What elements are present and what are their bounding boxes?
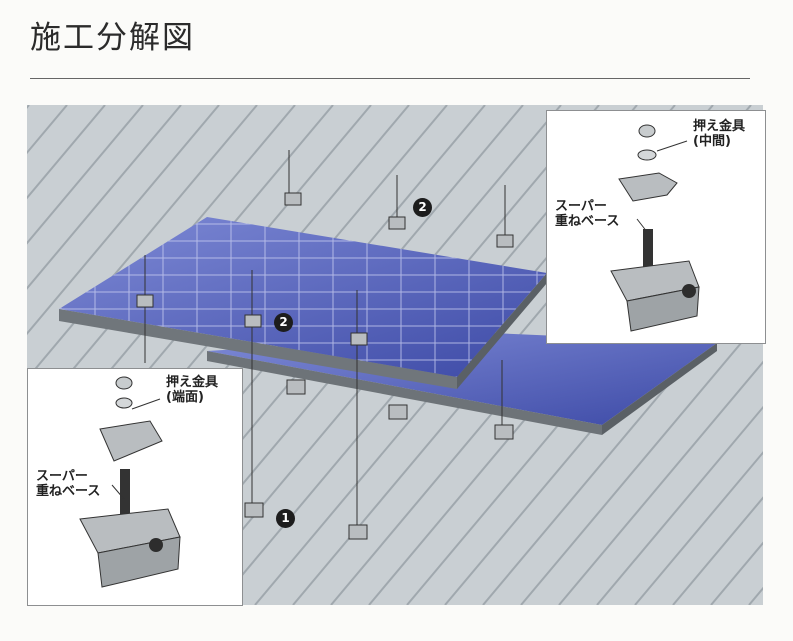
end-base-label-line2: 重ねベース xyxy=(36,484,101,499)
middle-clamp-label: 押え金具 (中間) xyxy=(693,119,745,149)
middle-clamp-label-line2: (中間) xyxy=(693,134,731,149)
end-clamp-label-line1: 押え金具 xyxy=(166,375,219,390)
step-marker-2-lower: 2 xyxy=(274,313,293,332)
bolt-guides xyxy=(144,150,506,525)
page-title: 施工分解図 xyxy=(30,20,195,56)
middle-clamp-inset: 押え金具 (中間) スーパー 重ねベース xyxy=(546,110,766,344)
middle-base-label-line1: スーパー xyxy=(555,199,607,214)
end-clamp-inset: 押え金具 (端面) スーパー 重ねベース xyxy=(27,368,243,606)
roof-rib xyxy=(27,105,258,381)
step-marker-2-upper: 2 xyxy=(413,198,432,217)
roof-rib xyxy=(558,360,763,605)
roof-rib xyxy=(27,105,334,471)
roof-rib xyxy=(27,105,182,290)
roof-rib xyxy=(27,105,220,336)
roof-rib xyxy=(27,105,144,245)
end-base-label: スーパー 重ねベース xyxy=(36,469,100,499)
step-marker-1: 1 xyxy=(276,509,295,528)
roof-rib xyxy=(634,451,763,605)
end-clamp-label-line2: (端面) xyxy=(166,390,204,405)
roof-rib xyxy=(27,105,296,426)
middle-base-label: スーパー 重ねベース xyxy=(555,199,619,229)
end-clamp-label: 押え金具 (端面) xyxy=(166,375,218,405)
roof-rib xyxy=(27,105,106,200)
end-clamp-drawing xyxy=(79,376,181,588)
middle-clamp-drawing xyxy=(610,124,700,332)
roof-rib xyxy=(27,105,372,517)
roof-rib xyxy=(520,315,763,605)
mounting-bases xyxy=(136,192,514,540)
middle-base-label-line2: 重ねベース xyxy=(555,214,620,229)
roof-rib xyxy=(672,496,763,605)
end-base-label-line1: スーパー xyxy=(36,469,88,484)
roof-rib xyxy=(596,405,763,605)
middle-clamp-label-line1: 押え金具 xyxy=(693,119,746,134)
title-rule xyxy=(30,78,750,79)
